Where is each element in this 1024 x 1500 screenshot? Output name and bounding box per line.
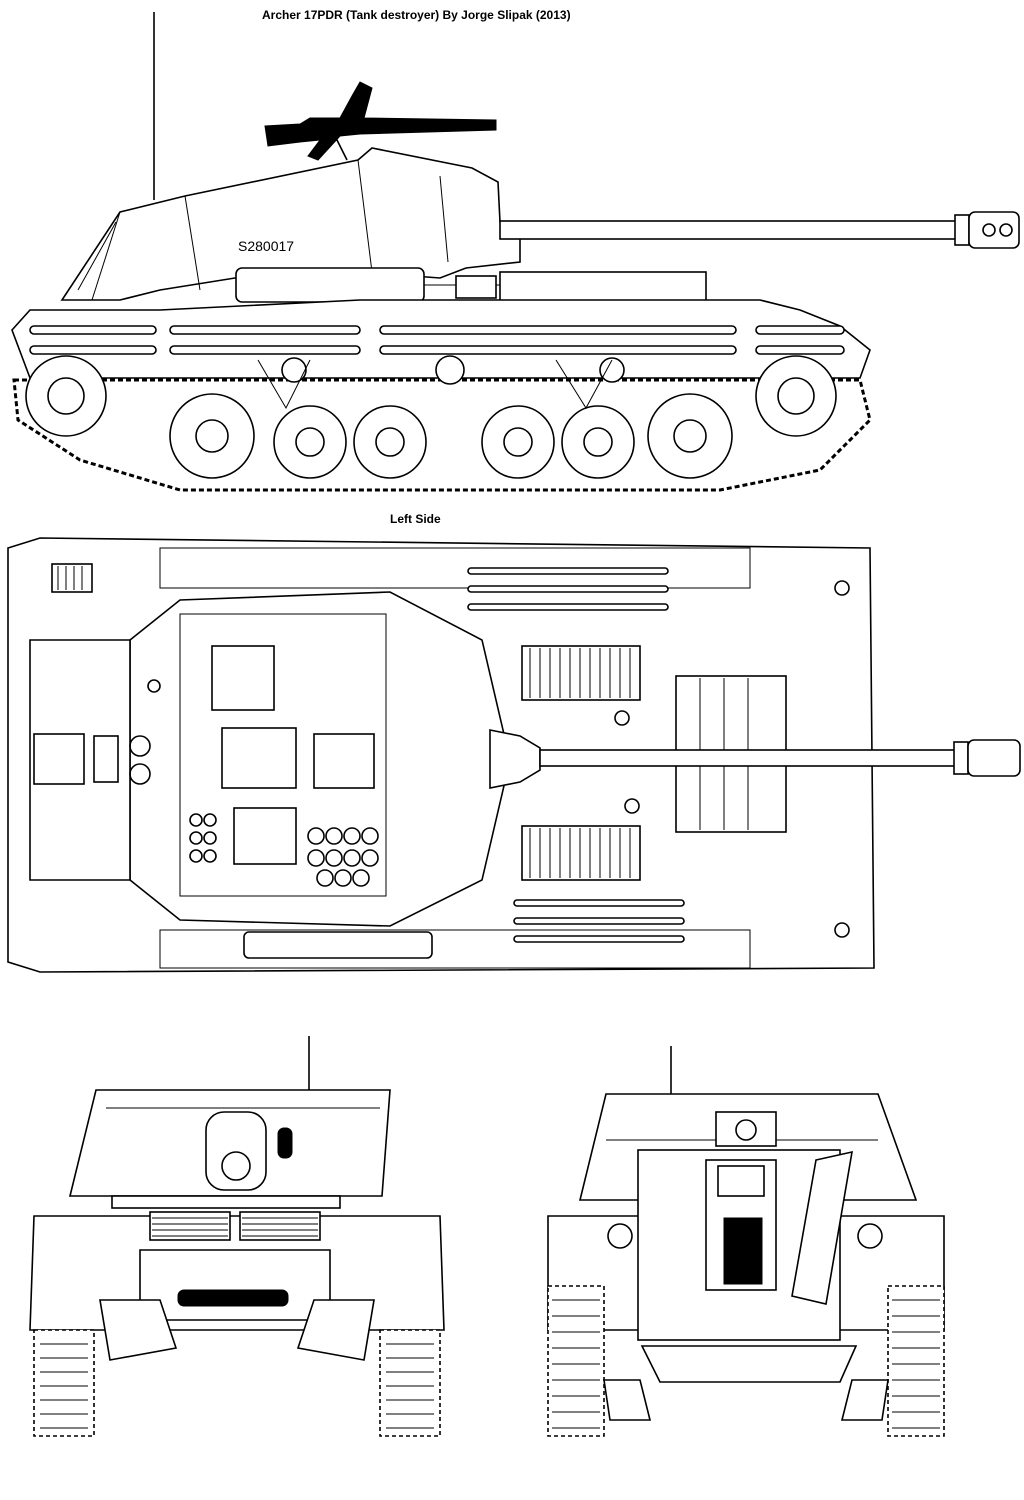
top-stowage-tube [243, 931, 433, 959]
side-view: S280017 [11, 12, 1020, 526]
front-tracks [33, 1329, 441, 1437]
top-main-gun [539, 739, 1021, 777]
side-view-label: Left Side [390, 512, 441, 526]
side-main-gun [499, 211, 1020, 249]
side-track [12, 378, 872, 492]
side-hull [11, 299, 871, 379]
front-view [29, 1036, 445, 1437]
side-fender-slots [29, 325, 845, 355]
rear-door [705, 1159, 777, 1291]
top-engine-deck-lower [513, 899, 685, 943]
side-return-rollers [281, 355, 625, 385]
top-ammo-racks [189, 813, 379, 887]
side-stowage-tube [235, 267, 425, 303]
top-front-hatches [33, 679, 161, 785]
rear-tracks [547, 1285, 945, 1437]
side-registration-marking: S280017 [238, 238, 294, 254]
top-view [7, 537, 1021, 973]
rear-gun-barrel-end [791, 1150, 853, 1305]
side-machine-gun [264, 81, 497, 161]
front-grilles [149, 1211, 321, 1241]
side-road-wheels [25, 355, 837, 479]
top-louvres [521, 645, 641, 881]
drawing-title: Archer 17PDR (Tank destroyer) By Jorge S… [262, 8, 571, 22]
rear-view [547, 1046, 945, 1437]
top-engine-deck-upper [467, 567, 669, 611]
